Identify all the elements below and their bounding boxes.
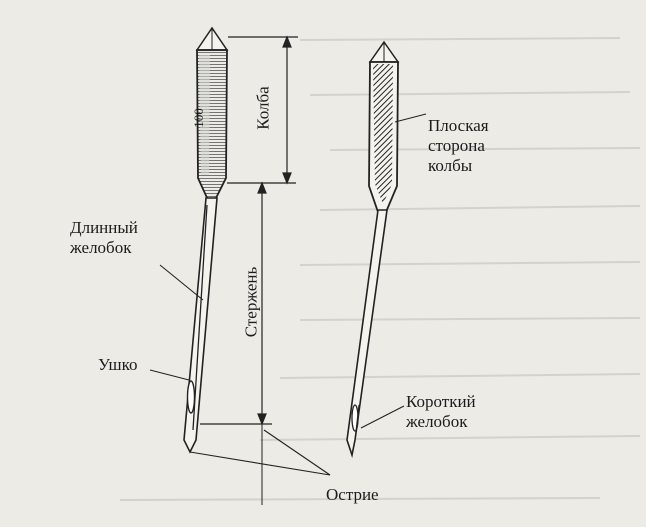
label-flat-side: Плоская сторона колбы	[428, 116, 489, 175]
right-needle-short-groove	[355, 404, 360, 433]
left-needle	[183, 26, 229, 454]
leader-lines	[149, 113, 427, 476]
label-long-groove: Длинный желобок	[70, 218, 138, 257]
right-needle	[346, 40, 400, 459]
label-short-groove: Короткий желобок	[406, 392, 476, 431]
left-needle-eye	[186, 380, 196, 414]
needle-size-mark: 100	[190, 108, 206, 128]
left-needle-long-groove	[192, 204, 208, 431]
left-needle-blade	[183, 197, 218, 454]
dimension-lines	[200, 35, 298, 505]
right-needle-blade	[346, 209, 388, 459]
label-point: Острие	[326, 485, 379, 504]
label-eye: Ушко	[98, 355, 138, 374]
label-kolba: Колба	[253, 86, 273, 130]
label-sterzhen: Стержень	[241, 266, 261, 338]
right-needle-flat-side	[373, 64, 393, 204]
